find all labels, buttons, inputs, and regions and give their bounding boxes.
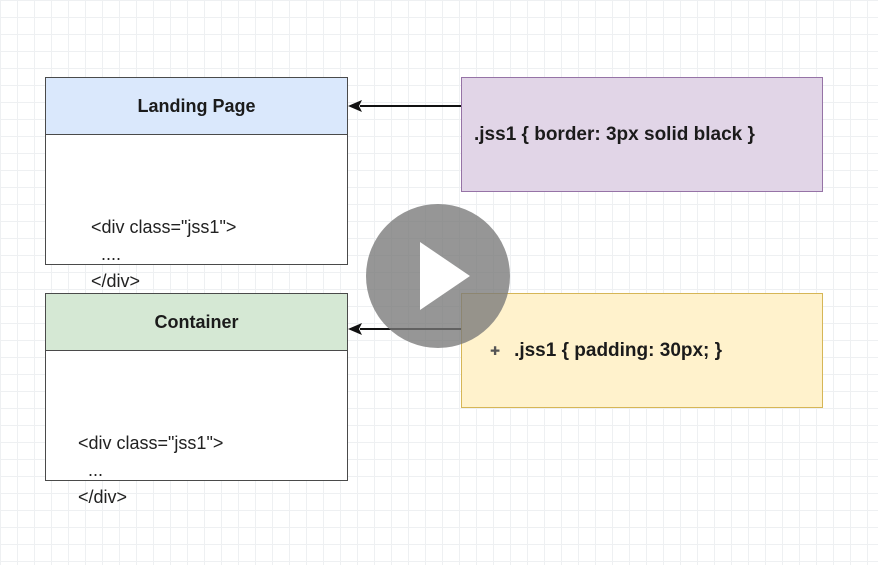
landing-page-title: Landing Page	[46, 78, 347, 135]
landing-page-code: <div class="jss1"> .... </div>	[91, 160, 236, 349]
container-code: <div class="jss1"> ... </div>	[78, 376, 223, 565]
code-line: </div>	[91, 271, 141, 291]
border-rule-text: .jss1 { border: 3px solid black }	[474, 123, 755, 145]
code-line: <div class="jss1">	[91, 217, 237, 237]
play-button[interactable]	[366, 204, 510, 348]
container-box: Container <div class="jss1"> ... </div>	[45, 293, 348, 507]
padding-rule-box: ✚ .jss1 { padding: 30px; }	[461, 293, 823, 408]
move-handle-icon[interactable]: ✚	[490, 343, 501, 358]
code-line: ....	[91, 244, 122, 264]
border-rule-box: .jss1 { border: 3px solid black }	[461, 77, 823, 192]
landing-page-box: Landing Page <div class="jss1"> .... </di…	[45, 77, 348, 291]
border-rule-arrow	[348, 100, 461, 112]
container-title: Container	[46, 294, 347, 351]
padding-rule-text: .jss1 { padding: 30px; }	[514, 339, 723, 361]
play-icon	[420, 242, 470, 310]
code-line: </div>	[78, 487, 128, 507]
code-line: ...	[78, 460, 104, 480]
code-line: <div class="jss1">	[78, 433, 224, 453]
